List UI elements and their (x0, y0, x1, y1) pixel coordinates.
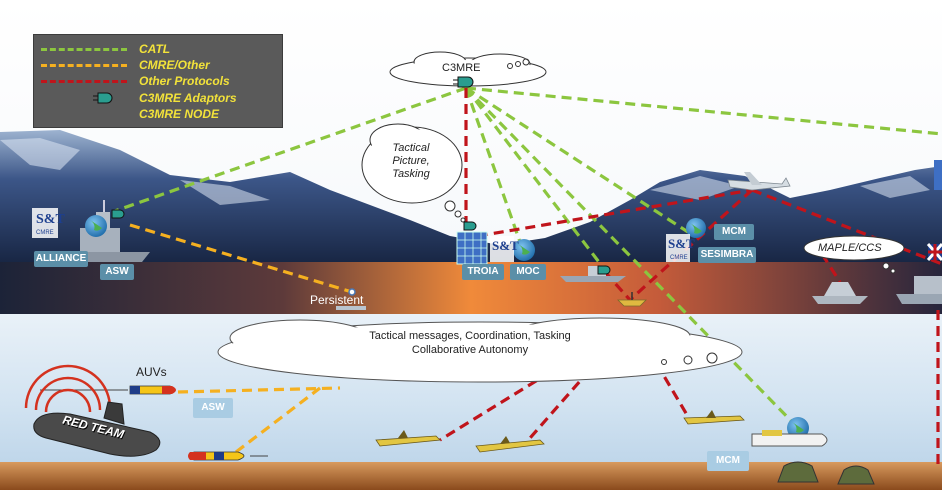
collaboration-line-2: Collaborative Autonomy (330, 343, 610, 357)
persistent-label: Persistent (310, 293, 363, 307)
collaboration-text: Tactical messages, Coordination, Tasking… (330, 329, 610, 357)
c3mre-label: C3MRE (442, 62, 481, 74)
sto-logo-text-sesimbra: S&T (668, 236, 695, 252)
moc-tag: MOC (510, 264, 546, 280)
ship-adaptor-icon (112, 210, 124, 218)
legend-item-node: C3MRE NODE (34, 106, 282, 122)
legend-swatch-other (41, 80, 127, 83)
legend-label-cmre: CMRE/Other (139, 57, 210, 73)
legend-label-other: Other Protocols (139, 73, 230, 89)
adaptor-icon (92, 90, 118, 106)
maple-label: MAPLE/CCS (818, 242, 882, 254)
legend-label-adaptors: C3MRE Adaptors (139, 90, 237, 106)
auvs-label: AUVs (136, 365, 167, 379)
legend-swatch-cmre (41, 64, 127, 67)
mcm-top-tag: MCM (714, 224, 754, 240)
legend: CATL CMRE/Other Other Protocols C3MRE Ad… (33, 34, 283, 128)
legend-item-other: Other Protocols (34, 73, 282, 89)
sto-logo-sub-sesimbra: CMRE (670, 255, 688, 261)
node-globe-icon-ship (85, 215, 107, 237)
asw-ship-tag: ASW (100, 264, 134, 280)
legend-item-adaptors: C3MRE Adaptors (34, 90, 282, 106)
legend-item-cmre: CMRE/Other (34, 57, 282, 73)
tactical-picture-line-3: Tasking (366, 168, 456, 181)
patrol-adaptor-icon (598, 266, 610, 274)
sto-logo-sub-left: CMRE (36, 230, 54, 236)
sto-logo-text-left: S&T (36, 212, 65, 228)
troia-adaptor-icon (464, 222, 476, 230)
mcm-bottom-tag: MCM (707, 451, 749, 471)
uk-flag-icon (928, 244, 942, 260)
tactical-picture-line-1: Tactical (366, 142, 456, 155)
legend-label-catl: CATL (139, 41, 170, 57)
troia-tag: TROIA (462, 264, 504, 280)
tactical-picture-line-2: Picture, (366, 155, 456, 168)
tactical-picture-label: Tactical Picture, Tasking (366, 142, 456, 181)
legend-swatch-catl (41, 48, 127, 51)
sto-logo-text-moc: S&T (492, 238, 519, 254)
sesimbra-tag: SESIMBRA (698, 247, 756, 263)
troia-building-icon (457, 232, 487, 264)
legend-label-node: C3MRE NODE (139, 106, 219, 122)
collaboration-line-1: Tactical messages, Coordination, Tasking (330, 329, 610, 343)
asw-underwater-tag: ASW (193, 398, 233, 418)
alliance-tag: ALLIANCE (34, 251, 88, 267)
legend-item-catl: CATL (34, 41, 282, 57)
